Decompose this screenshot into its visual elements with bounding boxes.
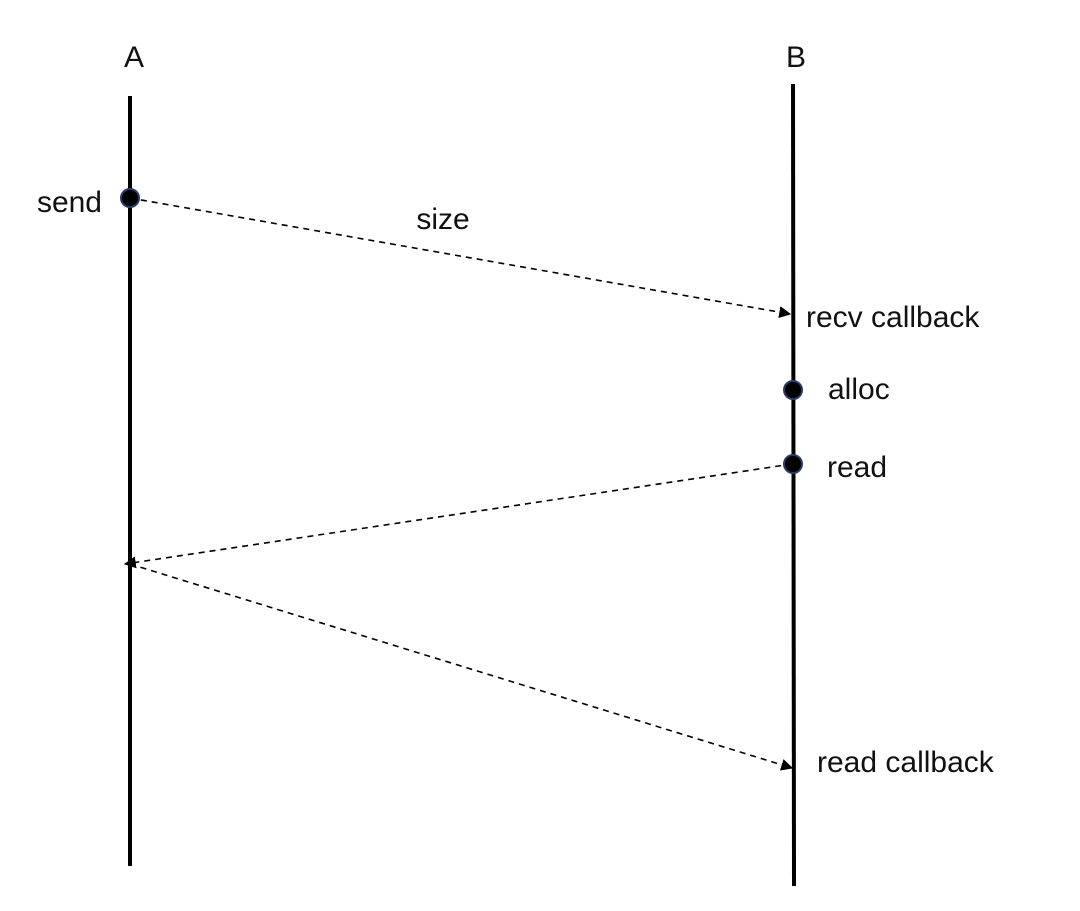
event-read-dot: [783, 454, 803, 474]
participant-b-label: B: [786, 41, 806, 74]
lifeline-b: [791, 83, 796, 887]
event-send-label: send: [37, 186, 102, 219]
event-read-callback-label: read callback: [817, 746, 995, 779]
event-recv-callback-label: recv callback: [806, 301, 980, 334]
event-alloc-dot: [783, 380, 803, 400]
message-size-arrow: [129, 197, 792, 319]
message-read-data-arrow: [129, 563, 794, 771]
message-size-label: size: [416, 203, 469, 236]
event-read-label: read: [827, 451, 887, 484]
event-send-dot: [120, 188, 140, 208]
message-read-request-arrow: [123, 463, 793, 569]
event-alloc-label: alloc: [828, 373, 890, 406]
participant-a-label: A: [124, 41, 144, 74]
